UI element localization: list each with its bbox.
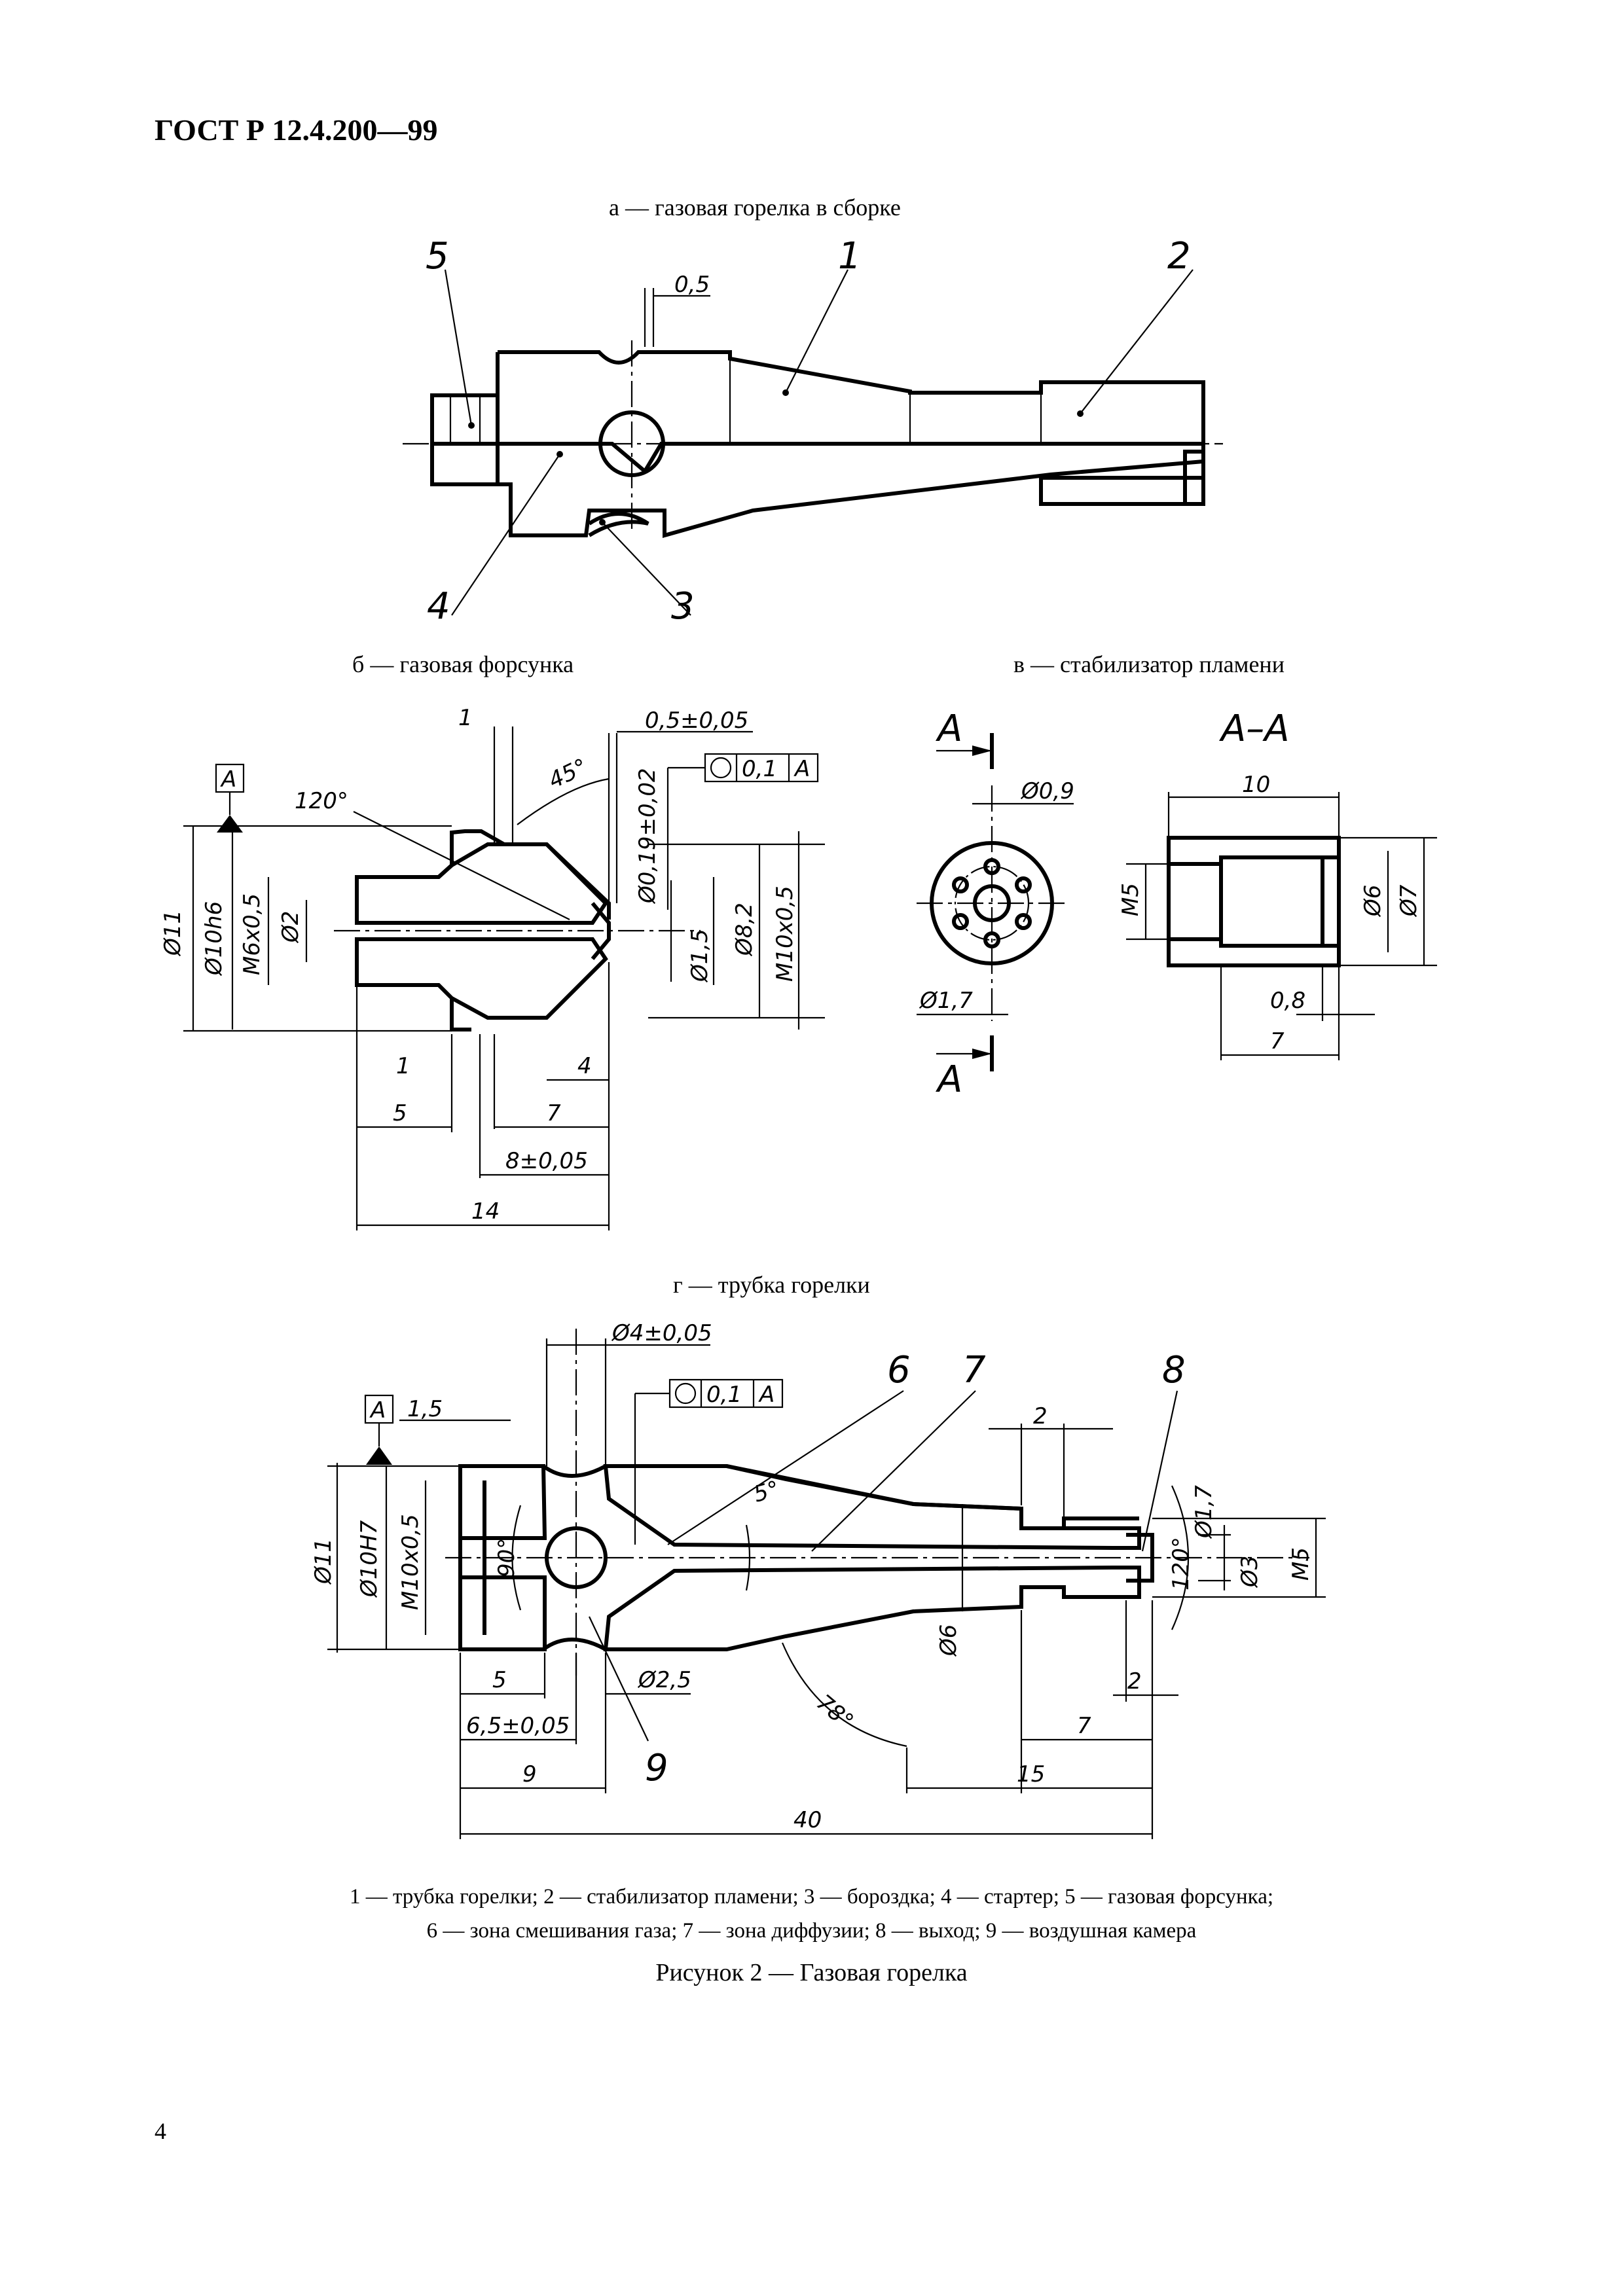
caption-view-a: а — газовая горелка в сборке [609,194,901,221]
label-4: 4 [427,585,450,628]
dim-b-m10: M10x0,5 [772,886,798,982]
dim-v-m5: M5 [1118,883,1144,916]
figure-title: Рисунок 2 — Газовая горелка [655,1959,968,1986]
dim-g-15: 1,5 [407,1396,443,1422]
section-mark-bottom: A [936,1058,962,1101]
dim-g-78: 78° [811,1689,858,1734]
dim-b-7: 7 [547,1100,561,1126]
dim-g-40: 40 [793,1807,822,1833]
dim-b-d11: Ø11 [160,910,186,957]
dim-b-8: 8±0,05 [505,1148,588,1174]
dim-a-0-5: 0,5 [674,272,710,298]
label-1: 1 [838,235,862,278]
section-title: A–A [1219,708,1290,750]
caption-view-v: в — стабилизатор пламени [1013,651,1285,677]
label-6: 6 [887,1349,911,1391]
dim-b-d15: Ø1,5 [687,929,713,983]
caption-view-g: г — трубка горелки [673,1272,870,1298]
dim-g-2-bot: 2 [1127,1668,1142,1695]
dim-g-65: 6,5±0,05 [466,1713,570,1739]
dim-g-d11: Ø11 [310,1538,337,1585]
dim-v-10: 10 [1242,772,1270,798]
dim-v-d7: Ø7 [1396,884,1422,918]
dim-g-5: 5 [492,1667,507,1693]
dim-g-120: 120° [1168,1537,1194,1590]
dim-b-d019: Ø0,19±0,02 [634,768,661,905]
dim-b-d2: Ø2 [278,911,304,944]
tol-b-datum: A [793,756,810,782]
dim-g-15: 15 [1017,1761,1045,1787]
dim-b-5: 5 [393,1100,407,1126]
tol-g-value: 0,1 [706,1382,742,1408]
dim-b-d82: Ø8,2 [731,903,757,957]
dim-b-45: 45° [545,753,592,794]
view-b-nozzle: A 0,1 A Ø11 Ø10h6 M6x0,5 Ø2 Ø0,19±0,02 Ø… [160,705,825,1230]
dim-b-14: 14 [471,1198,500,1225]
datum-b-a: A [220,766,236,793]
legend-line-2: 6 — зона смешивания газа; 7 — зона диффу… [426,1919,1197,1943]
label-7: 7 [962,1349,986,1391]
dim-g-90: 90° [494,1538,520,1577]
dim-v-7: 7 [1270,1028,1285,1054]
dim-g-d4: Ø4±0,05 [611,1320,712,1346]
label-5: 5 [426,235,449,278]
gas-nozzle-part [430,393,500,486]
dim-v-08: 0,8 [1270,988,1305,1014]
dim-g-d6: Ø6 [936,1624,962,1657]
dim-g-d17: Ø1,7 [1191,1485,1217,1539]
dim-g-d3: Ø3 [1237,1556,1263,1588]
label-9: 9 [645,1747,668,1789]
section-mark-top: A [936,708,962,750]
page-number: 4 [155,2118,166,2144]
dim-b-05: 0,5±0,05 [645,708,748,734]
dim-g-9: 9 [522,1761,537,1787]
view-g-tube: A 0,1 A 6 7 8 9 Ø4±0,05 1,5 2 5° [310,1320,1326,1839]
label-2: 2 [1167,235,1191,278]
dim-b-120: 120° [295,788,348,814]
dim-v-d09: Ø0,9 [1020,778,1074,804]
view-a-assembly: 0,5 5 1 2 4 3 [403,235,1223,628]
dim-g-7: 7 [1077,1713,1091,1739]
dim-g-m5: M5 [1288,1547,1314,1581]
label-3: 3 [671,585,695,628]
dim-g-5deg: 5° [751,1476,782,1508]
dim-v-d6: Ø6 [1360,885,1386,918]
dim-g-m10: M10x0,5 [397,1514,424,1610]
legend-line-1: 1 — трубка горелки; 2 — стабилизатор пла… [349,1885,1274,1909]
dim-g-d25: Ø2,5 [637,1667,691,1693]
dim-b-1-bot: 1 [396,1053,410,1079]
standard-code: ГОСТ Р 12.4.200—99 [155,113,438,147]
label-8: 8 [1162,1349,1186,1391]
dim-g-d10h7: Ø10H7 [356,1520,382,1598]
dim-b-1-top: 1 [458,705,473,731]
dim-b-m6: M6x0,5 [239,893,265,975]
caption-view-b: б — газовая форсунка [352,651,574,677]
dim-b-4: 4 [577,1053,592,1079]
tol-b-value: 0,1 [742,756,777,782]
tol-g-datum: A [758,1382,775,1408]
datum-g-a: A [369,1397,386,1424]
dim-b-d10h6: Ø10h6 [201,901,227,977]
dim-v-d17: Ø1,7 [919,988,973,1014]
dim-g-2-top: 2 [1033,1403,1048,1429]
view-v-stabilizer: A A Ø0,9 Ø1,7 A–A 10 [917,708,1437,1101]
